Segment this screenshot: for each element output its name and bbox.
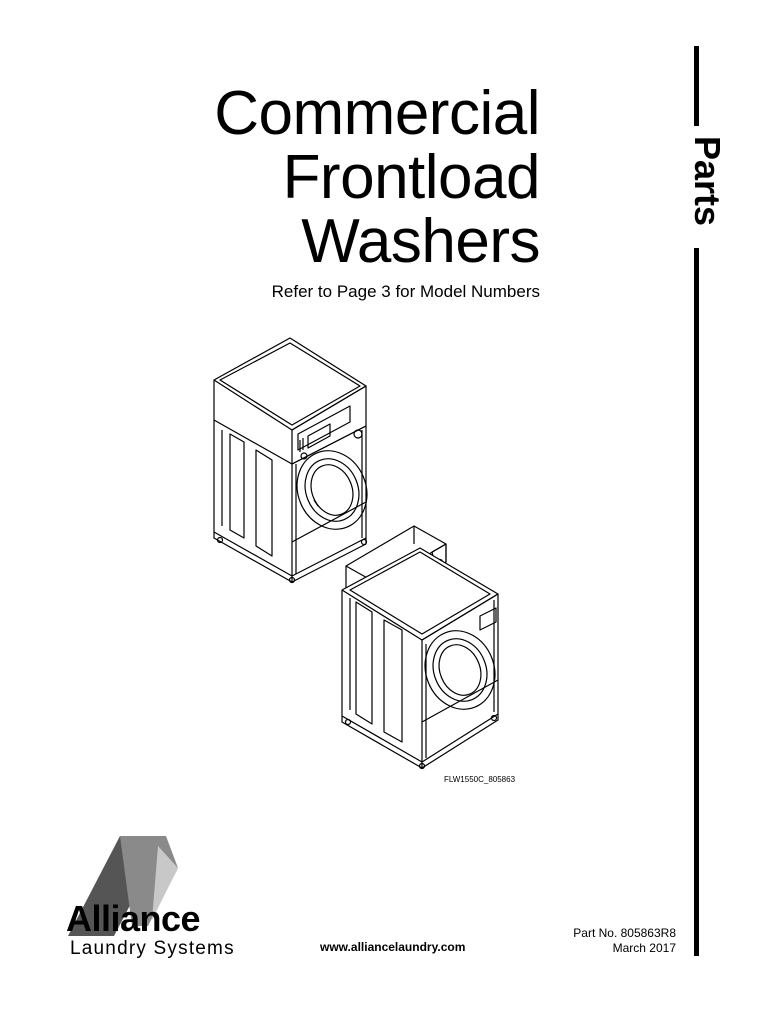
part-number: Part No. 805863R8: [573, 926, 676, 940]
title-line-3: Washers: [301, 207, 540, 276]
website-link[interactable]: www.alliancelaundry.com: [320, 940, 466, 954]
washer-front-unit: [213, 337, 368, 584]
title-line-1: Commercial: [214, 79, 540, 148]
side-label-parts: Parts: [687, 136, 728, 227]
side-rule-top: [694, 46, 699, 126]
logo-tagline: Laundry Systems: [70, 938, 235, 959]
logo-wordmark: Alliance: [66, 898, 201, 939]
publication-date: March 2017: [612, 941, 676, 955]
figure-caption: FLW1550C_805863: [444, 775, 516, 784]
washer-illustration: [213, 337, 499, 770]
subtitle: Refer to Page 3 for Model Numbers: [271, 282, 540, 301]
part-number-block: Part No. 805863R8 March 2017: [573, 926, 676, 956]
document-title: Commercial Frontload Washers: [214, 82, 540, 274]
title-line-2: Frontload: [282, 143, 541, 212]
washer-top-control-unit: [341, 525, 499, 770]
side-rule-bottom: [694, 248, 699, 956]
alliance-logo-mark: [68, 836, 178, 936]
